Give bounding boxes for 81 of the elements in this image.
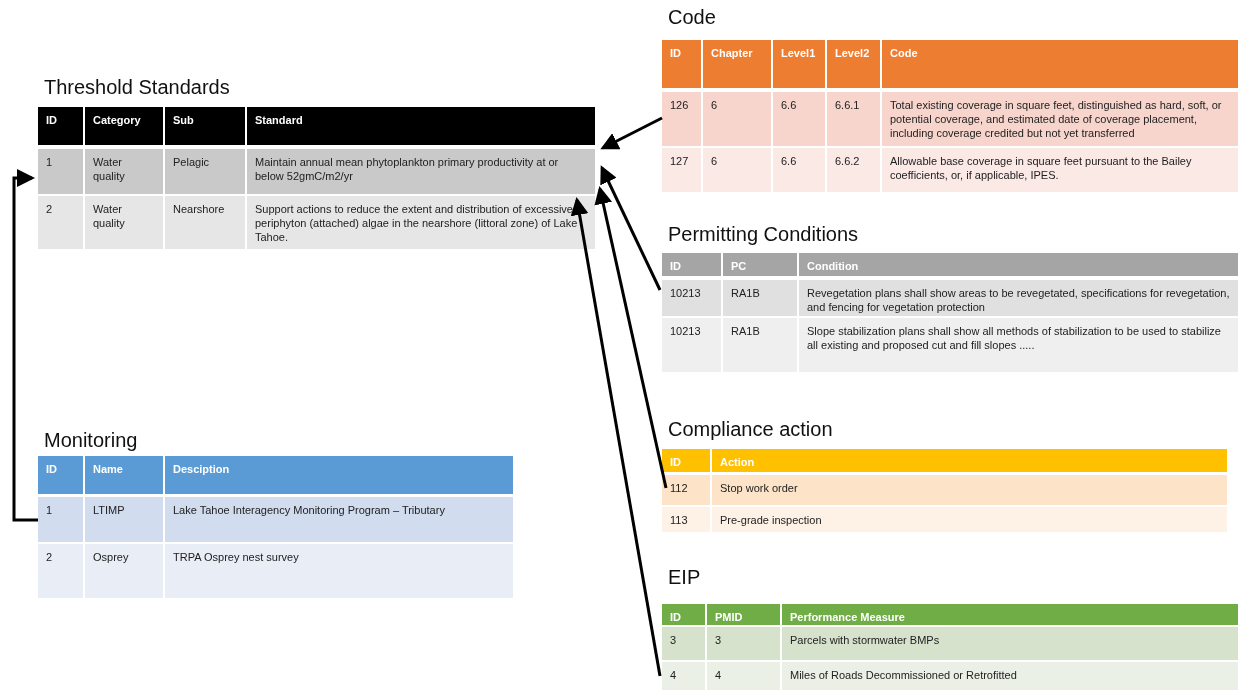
column-header: Standard — [254, 113, 304, 128]
table-row — [38, 149, 595, 194]
column-header: ID — [662, 604, 707, 625]
column-header: Category — [85, 107, 165, 145]
table-cell: Osprey — [85, 544, 165, 598]
table-cell-text: Allowable base coverage in square feet pursuant to the Bailey coefficients, or, if applicable, IPES. — [889, 154, 1193, 183]
table-cell: RA1B — [723, 318, 799, 372]
column-header: ID — [662, 253, 723, 276]
table-cell: 6.6 — [773, 148, 827, 192]
column-header: ID — [38, 456, 85, 494]
column-header: Sub — [165, 107, 247, 145]
table-cell: 6 — [703, 148, 773, 192]
column-header: Performance Measure — [789, 610, 906, 625]
column-header: PMID — [707, 604, 782, 625]
table-title: Code — [668, 5, 716, 30]
table-row — [662, 627, 1238, 660]
table-cell-text: Lake Tahoe Interagency Monitoring Program – Tributary — [172, 503, 446, 518]
table-cell: 127 — [662, 148, 703, 192]
table-cell-text: Slope stabilization plans shall show all methods of stabilization to be used to stabilize all existing and proposed cut and fill slopes ..... — [806, 324, 1222, 353]
column-header: PC — [723, 253, 799, 276]
table-cell: 113 — [662, 507, 712, 532]
table-cell: Water quality — [85, 149, 165, 194]
column-header: Level1 — [773, 40, 827, 88]
table-cell: Water quality — [85, 196, 165, 249]
table-cell-text: Total existing coverage in square feet, distinguished as hard, soft, or potential coverage, and estimated date of coverage placement, including coverage credited but not yet transferred — [889, 98, 1223, 141]
table-cell-text: Stop work order — [719, 481, 799, 496]
table-title: Permitting Conditions — [668, 222, 859, 247]
table-row — [662, 507, 1227, 532]
table-cell: 2 — [38, 544, 85, 598]
table-cell: LTIMP — [85, 497, 165, 542]
table-title: Threshold Standards — [44, 75, 230, 100]
table-cell: 6.6.2 — [827, 148, 882, 192]
column-header: Code — [889, 46, 919, 61]
table-cell: 10213 — [662, 280, 723, 316]
table-cell-text: Support actions to reduce the extent and distribution of excessive periphyton (attached) algae in the nearshore (littoral zone) of Lake Tahoe. — [254, 202, 579, 245]
table-cell: 1 — [38, 149, 85, 194]
column-header: Action — [719, 455, 756, 470]
table-cell: 4 — [662, 662, 707, 690]
table-cell-text: Revegetation plans shall show areas to be revegetated, specifications for revegetation, and fencing for vegetation protection — [806, 286, 1231, 315]
table-row — [662, 280, 1238, 316]
table-cell: 6.6.1 — [827, 92, 882, 146]
table-row — [662, 662, 1238, 690]
table-title: Compliance action — [668, 417, 833, 442]
column-header: Chapter — [703, 40, 773, 88]
table-row — [662, 475, 1227, 505]
column-header: Desciption — [172, 462, 231, 477]
table-cell: Pelagic — [165, 149, 247, 194]
table-cell-text: Pre-grade inspection — [719, 513, 823, 528]
table-row — [38, 497, 513, 542]
column-header: ID — [662, 40, 703, 88]
table-cell-text: TRPA Osprey nest survey — [172, 550, 300, 565]
table-cell: 112 — [662, 475, 712, 505]
table-cell: 4 — [707, 662, 782, 690]
arrow — [12, 169, 38, 522]
table-cell: RA1B — [723, 280, 799, 316]
column-header: ID — [662, 449, 712, 472]
arrow — [600, 116, 663, 150]
column-header: Name — [85, 456, 165, 494]
table-cell: 3 — [662, 627, 707, 660]
arrow — [600, 165, 662, 291]
column-header: Condition — [806, 259, 860, 274]
column-header: Level2 — [827, 40, 882, 88]
table-cell-text: Maintain annual mean phytoplankton primary productivity at or below 52gmC/m2/yr — [254, 155, 560, 184]
table-title: Monitoring — [44, 428, 138, 453]
table-cell: 6.6 — [773, 92, 827, 146]
arrow — [570, 197, 662, 677]
table-cell-text: Miles of Roads Decommissioned or Retrofitted — [789, 668, 1018, 683]
table-row — [662, 92, 1238, 146]
table-cell: 2 — [38, 196, 85, 249]
table-cell: Nearshore — [165, 196, 247, 249]
table-cell: 10213 — [662, 318, 723, 372]
table-cell: 1 — [38, 497, 85, 542]
table-cell: 6 — [703, 92, 773, 146]
table-cell: 126 — [662, 92, 703, 146]
table-cell: 3 — [707, 627, 782, 660]
table-title: EIP — [668, 565, 701, 590]
table-row — [38, 196, 595, 249]
table-cell-text: Parcels with stormwater BMPs — [789, 633, 941, 648]
arrow — [594, 186, 668, 489]
column-header: ID — [38, 107, 85, 145]
table-row — [662, 148, 1238, 192]
